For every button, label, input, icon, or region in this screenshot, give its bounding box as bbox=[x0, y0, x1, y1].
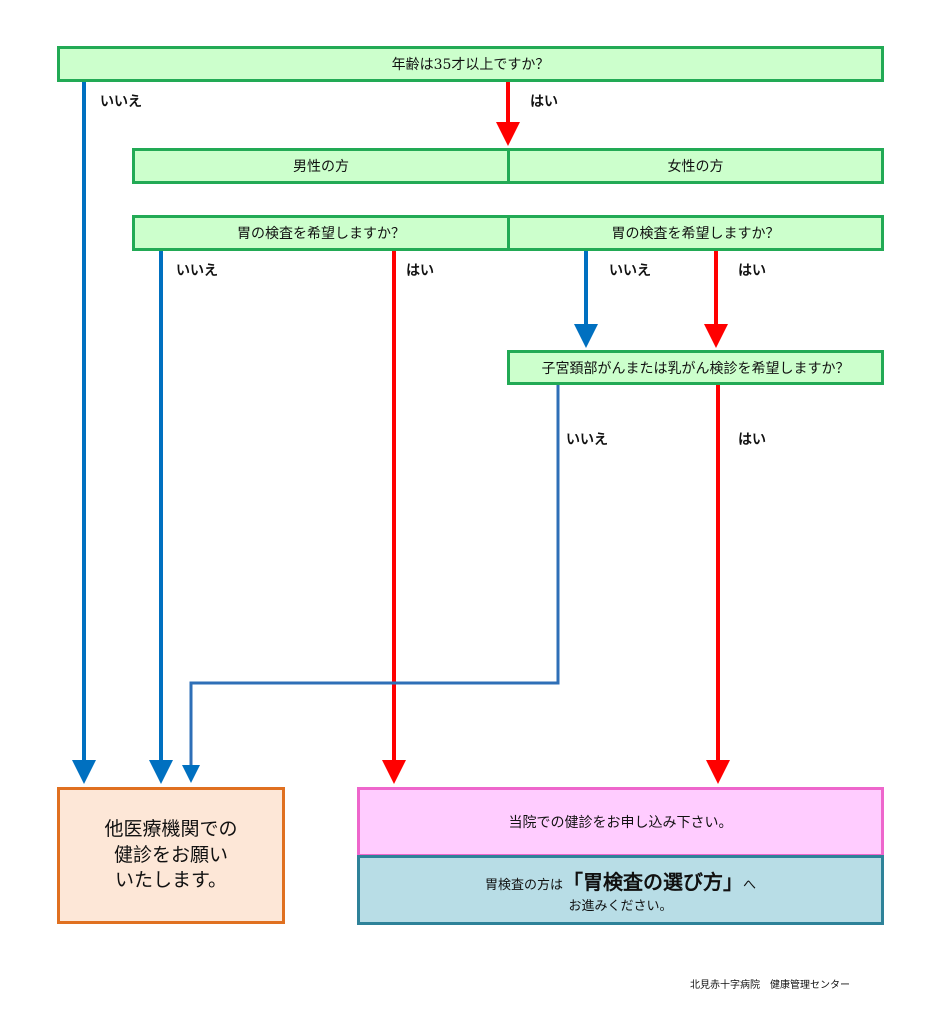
label-cancer-yes: はい bbox=[738, 432, 766, 448]
label-female-yes: はい bbox=[738, 263, 766, 279]
stomach-question-male-text: 胃の検査を希望しますか？ bbox=[237, 226, 405, 242]
stomach-guide-line-2: お進みください。 bbox=[568, 899, 673, 914]
label-male-no: いいえ bbox=[176, 263, 218, 279]
label-age-yes: はい bbox=[530, 94, 558, 110]
male-box: 男性の方 bbox=[132, 148, 510, 184]
cancer-question-box: 子宮頚部がんまたは乳がん検診を希望しますか？ bbox=[507, 350, 884, 385]
apply-text: 当院での健診をお申し込み下さい。 bbox=[508, 815, 733, 831]
label-male-yes: はい bbox=[406, 263, 434, 279]
question-age-text: 年齢は35才以上ですか？ bbox=[391, 57, 550, 73]
label-female-no: いいえ bbox=[609, 263, 651, 279]
female-box: 女性の方 bbox=[507, 148, 884, 184]
stomach-guide-prefix: 胃検査の方は bbox=[484, 878, 563, 893]
other-line-2: 健診をお願い bbox=[113, 843, 228, 866]
stomach-guide-suffix: へ bbox=[743, 878, 757, 893]
arrow-cancer-no bbox=[182, 385, 560, 783]
cancer-question-text: 子宮頚部がんまたは乳がん検診を希望しますか？ bbox=[541, 360, 850, 377]
other-line-1: 他医療機関での bbox=[104, 818, 238, 841]
question-age-box: 年齢は35才以上ですか？ bbox=[57, 46, 884, 82]
other-institution-box: 他医療機関での 健診をお願い いたします。 bbox=[57, 787, 285, 924]
label-cancer-no: いいえ bbox=[566, 432, 608, 448]
female-text: 女性の方 bbox=[667, 159, 724, 175]
stomach-guide-link[interactable]: 「胃検査の選び方」 bbox=[563, 870, 743, 894]
stomach-guide-line-1: 胃検査の方は「胃検査の選び方」へ bbox=[485, 866, 756, 895]
apply-box: 当院での健診をお申し込み下さい。 bbox=[357, 787, 884, 857]
stomach-question-female-box: 胃の検査を希望しますか？ bbox=[507, 215, 884, 251]
stomach-question-female-text: 胃の検査を希望しますか？ bbox=[611, 226, 780, 242]
footer-credit: 北見赤十字病院 健康管理センター bbox=[690, 980, 850, 991]
male-text: 男性の方 bbox=[293, 159, 349, 175]
stomach-guide-box: 胃検査の方は「胃検査の選び方」へ お進みください。 bbox=[357, 855, 884, 925]
other-line-3: いたします。 bbox=[114, 869, 228, 892]
stomach-question-male-box: 胃の検査を希望しますか？ bbox=[132, 215, 510, 251]
label-age-no: いいえ bbox=[100, 94, 142, 110]
